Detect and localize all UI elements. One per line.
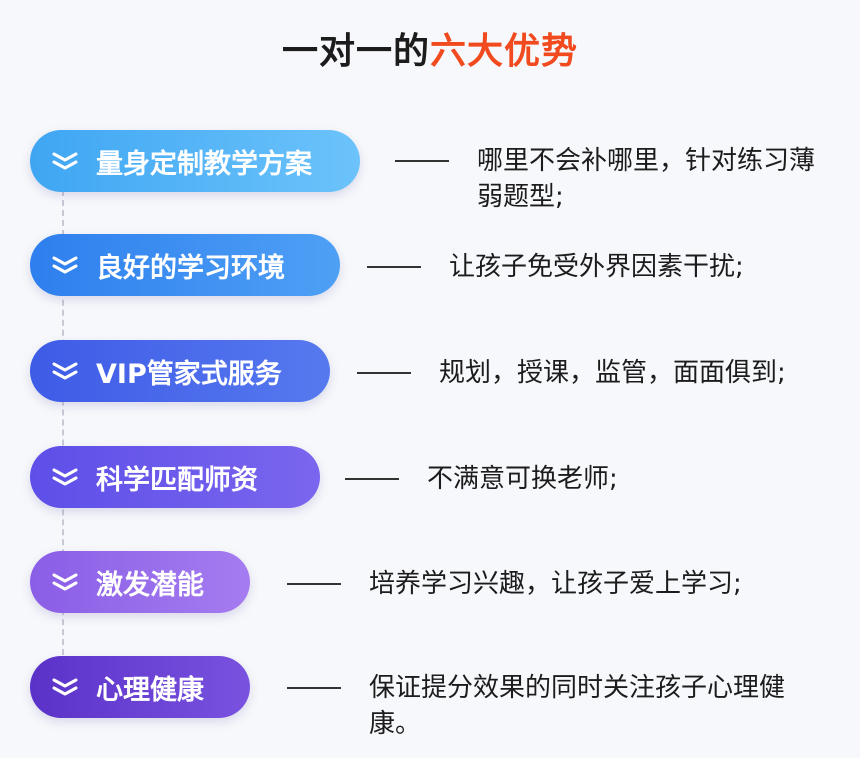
advantage-pill-5: 激发潜能 xyxy=(30,551,250,613)
advantage-desc-text-3: 规划，授课，监管，面面俱到; xyxy=(439,358,786,388)
double-chevron-down-icon xyxy=(50,570,80,594)
connector-dash xyxy=(287,583,341,585)
connector-dash xyxy=(357,372,411,374)
advantage-label-5: 激发潜能 xyxy=(96,569,204,601)
advantage-desc-text-2: 让孩子免受外界因素干扰; xyxy=(449,252,744,282)
advantage-desc-3: 规划，授课，监管，面面俱到; xyxy=(357,355,852,391)
advantage-pill-1: 量身定制教学方案 xyxy=(30,130,360,192)
connector-dash xyxy=(345,478,399,480)
advantage-label-1: 量身定制教学方案 xyxy=(96,148,312,180)
advantage-label-2: 良好的学习环境 xyxy=(96,252,285,284)
advantage-desc-text-6: 保证提分效果的同时关注孩子心理健康。 xyxy=(369,673,786,739)
advantage-desc-1: 哪里不会补哪里，针对练习薄弱题型; xyxy=(395,143,840,215)
advantage-desc-2: 让孩子免受外界因素干扰; xyxy=(367,249,847,285)
double-chevron-down-icon xyxy=(50,253,80,277)
advantage-desc-6: 保证提分效果的同时关注孩子心理健康。 xyxy=(287,670,832,742)
advantage-desc-text-5: 培养学习兴趣，让孩子爱上学习; xyxy=(369,569,742,599)
title-prefix: 一对一的 xyxy=(281,31,430,72)
advantage-label-3: VIP管家式服务 xyxy=(96,358,282,390)
advantage-pill-4: 科学匹配师资 xyxy=(30,446,320,508)
connector-dash xyxy=(367,266,421,268)
advantage-desc-5: 培养学习兴趣，让孩子爱上学习; xyxy=(287,566,847,602)
advantage-pill-3: VIP管家式服务 xyxy=(30,340,330,402)
title-highlight: 六大优势 xyxy=(430,31,579,72)
advantage-desc-4: 不满意可换老师; xyxy=(345,461,835,497)
double-chevron-down-icon xyxy=(50,149,80,173)
advantage-label-6: 心理健康 xyxy=(96,674,204,706)
connector-dash xyxy=(395,160,449,162)
advantage-pill-6: 心理健康 xyxy=(30,656,250,718)
timeline-dashed-line xyxy=(62,180,64,685)
connector-dash xyxy=(287,687,341,689)
double-chevron-down-icon xyxy=(50,675,80,699)
double-chevron-down-icon xyxy=(50,359,80,383)
advantage-desc-text-1: 哪里不会补哪里，针对练习薄弱题型; xyxy=(477,146,816,212)
advantage-label-4: 科学匹配师资 xyxy=(96,464,258,496)
double-chevron-down-icon xyxy=(50,465,80,489)
advantage-desc-text-4: 不满意可换老师; xyxy=(427,464,618,494)
page-title: 一对一的六大优势 xyxy=(0,22,860,74)
advantage-pill-2: 良好的学习环境 xyxy=(30,234,340,296)
